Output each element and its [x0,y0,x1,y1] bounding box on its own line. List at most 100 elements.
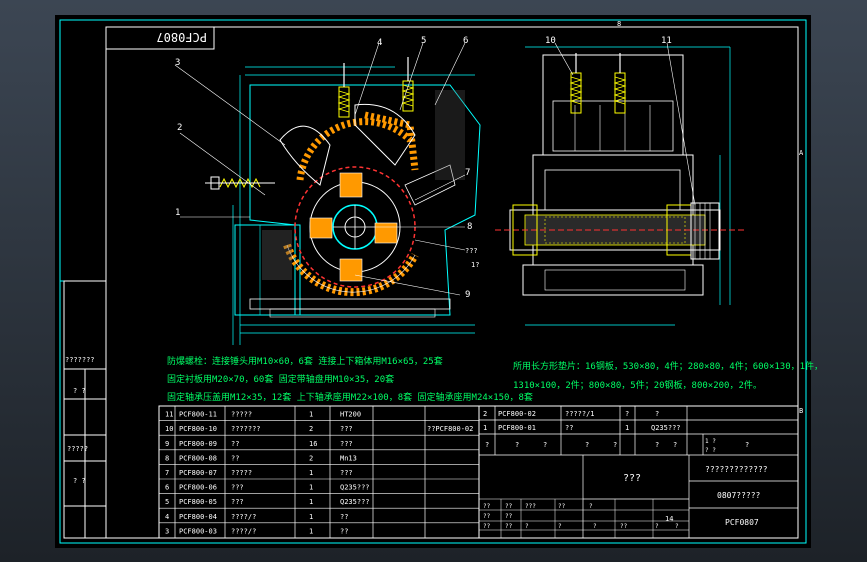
bom-cell-name: ??????? [231,425,261,433]
bom-cell-code: PCF800-07 [179,469,217,477]
note-right-1: 所用长方形垫片：16钢板，530×80，4件；280×80，4件；600×130… [513,360,823,372]
grid-letter-b: B [799,407,803,415]
title-small-cell: ?? [483,503,491,510]
bom-cell-mat: ?? [340,527,348,535]
bom-cell-code: PCF800-05 [179,498,217,506]
title-block [478,405,799,539]
bom-right-no: 2 [483,410,487,418]
note-left-2: 固定衬板用M20×70，60套 固定带轴盘用M10×35，20套 [167,373,394,385]
bom-cell-no: 4 [165,513,169,521]
front-section-view [205,57,481,345]
bom-cell-code: PCF800-09 [179,440,217,448]
header-cell: ? [585,441,589,449]
callout-1: 1 [175,208,180,218]
bom-cell-mat: Q235??? [340,498,370,506]
bom-cell-no: 10 [165,425,173,433]
title-drawing-no: PCF0807 [725,518,759,527]
bom-cell-qty: 1 [309,411,313,419]
title-small-cell: ? [589,503,593,510]
bom-right-code: PCF800-02 [498,410,536,418]
scale-cell: ? ? [705,447,716,454]
note-left-3: 固定轴承压盖用M12×35，12套 上下轴承座用M22×100，8套 固定轴承座… [167,391,533,403]
callout-7: 7 [465,168,470,178]
title-small-cell: ?? [558,503,566,510]
header-cell: ? [745,441,749,449]
callout-5: 5 [421,36,426,46]
callout-extra: 1? [471,261,479,269]
callout-8: 8 [467,222,472,232]
title-small-cell: ? [675,523,679,530]
bom-cell-no: 7 [165,469,169,477]
header-cell: ? [515,441,519,449]
bom-cell-qty: 1 [309,469,313,477]
grid-letter-a: A [799,149,804,157]
bom-right-qty: 1 [625,424,629,432]
header-cell: ? [543,441,547,449]
code-stamp-box [105,26,215,50]
title-drawing-name: 0807????? [717,491,761,500]
bom-cell-name: ????? [231,469,252,477]
bom-cell-mat: ??? [340,469,353,477]
title-company: ????????????? [705,465,768,474]
bom-right-name: ?????/1 [565,410,595,418]
callout-11: 11 [661,36,672,46]
callout-3: 3 [175,58,180,68]
drawing-sheet: ??????? ? ? ????? ? ? 8 A B PCF0807 [55,15,823,548]
title-small-cell: ?? [620,523,628,530]
bom-cell-no: 6 [165,484,169,492]
code-stamp: PCF0807 [156,30,207,44]
bom-cell-mat: Q235??? [340,484,370,492]
title-small-cell: ? [593,523,597,530]
bom-cell-qty: 16 [309,440,317,448]
bom-cell-name: ??? [231,484,244,492]
left-panel-label: ? ? [73,387,86,395]
bom-cell-name: ??? [231,498,244,506]
title-small-cell: ?? [505,523,513,530]
bom-right-code: PCF800-01 [498,424,536,432]
sheet-total: 14 [665,515,673,523]
callout-leaders [174,42,466,296]
bom-cell-code: PCF800-08 [179,454,217,462]
bom-cell-no: 9 [165,440,169,448]
bom-cell-qty: 2 [309,454,313,462]
note-left-1: 防爆螺栓：连接锤头用M10×60，6套 连接上下箱体用M16×65，25套 [167,355,443,367]
bom-cell-name: ?? [231,454,239,462]
callout-extra: ??? [465,247,478,255]
side-view [495,46,745,326]
header-cell: ? [485,441,489,449]
header-cell: ? [673,441,677,449]
bom-right-mat: ? [655,410,659,418]
bom-cell-no: 11 [165,411,173,419]
bom-cell-no: 8 [165,454,169,462]
scale-cell: 1 ? [705,438,716,445]
callout-10: 10 [545,36,556,46]
title-small-cell: ? [558,523,562,530]
bom-cell-code: PCF800-04 [179,513,217,521]
title-small-cell: ?? [505,513,513,520]
bom-right-no: 1 [483,424,487,432]
bom-right-name: ?? [565,424,573,432]
title-name: ??? [623,473,641,484]
bom-cell-qty: 1 [309,527,313,535]
drawing-canvas: ??????? ? ? ????? ? ? 8 A B PCF0807 [59,19,823,544]
bom-cell-code: PCF800-10 [179,425,217,433]
bom-cell-qty: 1 [309,484,313,492]
title-small-cell: ?? [505,503,513,510]
title-small-cell: ??? [525,503,536,510]
bom-cell-name: ????/? [231,513,256,521]
grid-number: 8 [617,20,621,28]
bom-cell-no: 5 [165,498,169,506]
callout-4: 4 [377,38,382,48]
bom-cell-mat: Mn13 [340,454,357,462]
bom-cell-note: ??PCF800-02 [427,425,473,433]
callout-2: 2 [177,123,182,133]
bom-right-mat: Q235??? [651,424,681,432]
title-small-cell: ?? [483,513,491,520]
note-right-2: 1310×100，2件；800×80，5件；20钢板，800×200，2件。 [513,379,762,391]
title-small-cell: ? [525,523,529,530]
bom-cell-mat: HT200 [340,411,361,419]
bom-cell-code: PCF800-11 [179,411,217,419]
bom-cell-code: PCF800-03 [179,527,217,535]
bom-cell-no: 3 [165,527,169,535]
